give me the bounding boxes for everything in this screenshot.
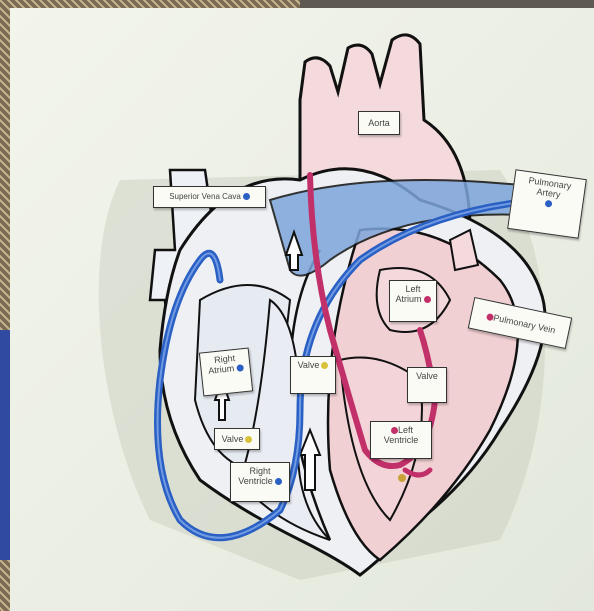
label-valve-lower-text: Valve	[222, 434, 244, 444]
tube-clip	[398, 474, 406, 482]
label-pulmonary-vein-text: Pulmonary Vein	[493, 312, 557, 335]
label-pulmonary-artery-text: Pulmonary Artery	[528, 175, 572, 199]
red-dot	[424, 296, 431, 303]
label-left-ventricle: Left Ventricle	[370, 421, 432, 459]
label-aorta: Aorta	[358, 111, 400, 135]
label-right-ventricle-text: Right Ventricle	[238, 466, 273, 486]
label-left-atrium: Left Atrium	[389, 280, 437, 322]
label-valve-lower: Valve	[214, 428, 260, 450]
label-right-atrium-text: Right Atrium	[208, 353, 236, 376]
blue-dot	[243, 193, 250, 200]
yellow-dot	[245, 436, 252, 443]
label-left-atrium-text: Left Atrium	[395, 284, 421, 304]
yellow-dot	[321, 362, 328, 369]
label-valve-left: Valve	[407, 367, 447, 403]
label-left-ventricle-text: Left Ventricle	[384, 425, 419, 445]
label-superior-vena-cava-text: Superior Vena Cava	[169, 192, 241, 201]
label-valve-left-text: Valve	[416, 371, 438, 381]
blue-dot	[275, 478, 282, 485]
blue-dot	[236, 364, 244, 372]
label-valve-right-text: Valve	[298, 360, 320, 370]
blue-dot	[544, 200, 552, 208]
label-valve-right: Valve	[290, 356, 336, 394]
label-aorta-text: Aorta	[368, 118, 390, 128]
label-right-ventricle: Right Ventricle	[230, 462, 290, 502]
label-pulmonary-artery: Pulmonary Artery	[507, 169, 587, 238]
red-dot	[391, 427, 398, 434]
label-superior-vena-cava: Superior Vena Cava	[153, 186, 266, 208]
label-right-atrium: Right Atrium	[199, 348, 253, 397]
